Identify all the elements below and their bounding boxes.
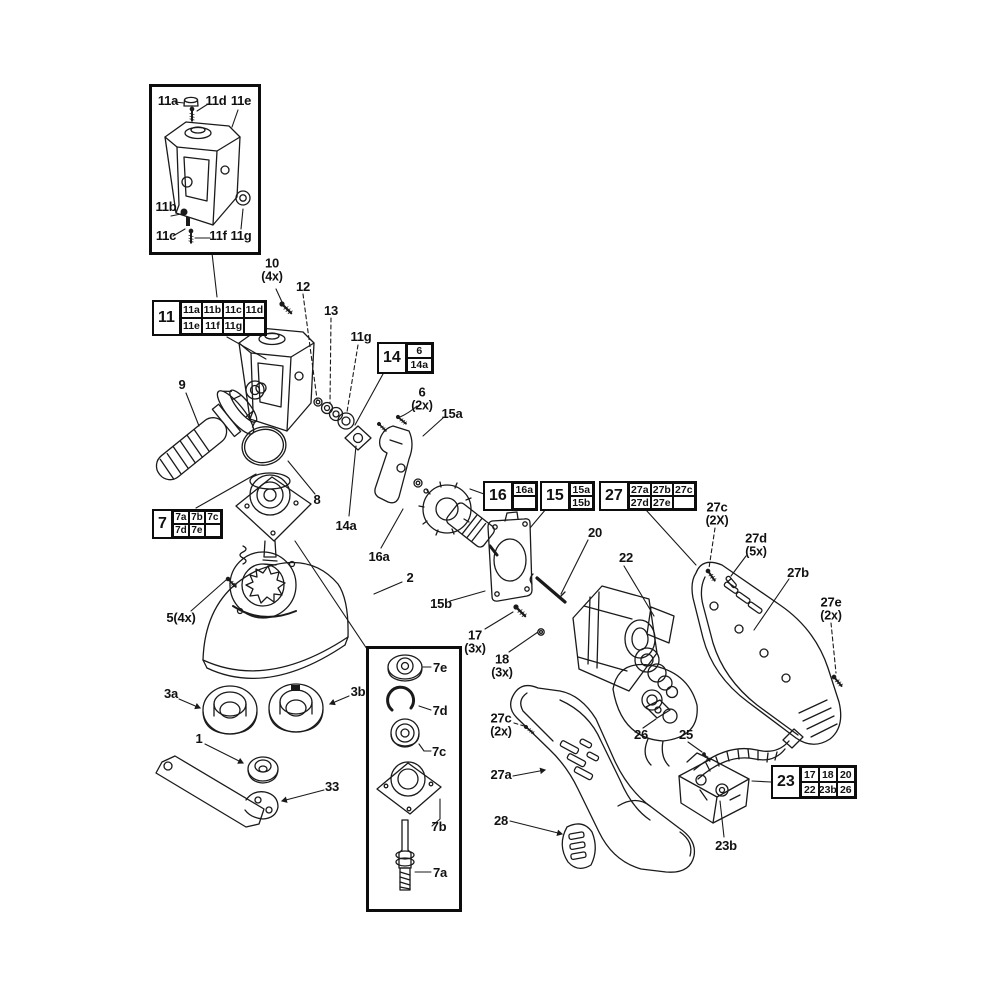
clamp-lever-drawing bbox=[374, 425, 413, 504]
label-25: 25 bbox=[678, 727, 694, 743]
label-1: 1 bbox=[195, 731, 203, 747]
vent-cover-drawing bbox=[561, 823, 596, 869]
label-9: 9 bbox=[178, 377, 186, 393]
label-22: 22 bbox=[618, 550, 634, 566]
callout-key-14: 14 bbox=[379, 344, 407, 372]
label-20: 20 bbox=[587, 525, 603, 541]
label-13: 13 bbox=[323, 303, 339, 319]
inset-box-spindle-parts bbox=[366, 646, 462, 912]
label-27e: 27e(2x) bbox=[820, 594, 842, 623]
callout-box-16: 16 16a bbox=[483, 481, 538, 511]
label-8: 8 bbox=[313, 492, 321, 508]
label-14a: 14a bbox=[335, 518, 357, 534]
housing-right-drawing bbox=[691, 561, 842, 745]
inset-label-11b: 11b bbox=[155, 199, 177, 215]
inset-label-11g: 11g bbox=[230, 228, 252, 244]
power-cord-drawing bbox=[693, 728, 804, 780]
fastener-glyphs bbox=[223, 299, 845, 763]
label-18: 18(3x) bbox=[491, 651, 513, 680]
inset-gear-housing-drawing bbox=[164, 96, 251, 244]
flange-nuts-drawing bbox=[202, 683, 324, 784]
housing-left-drawing bbox=[510, 684, 696, 873]
label-16a: 16a bbox=[368, 549, 390, 565]
o-ring-drawing bbox=[241, 426, 287, 466]
inset-label-11f: 11f bbox=[209, 228, 227, 244]
label-5: 5(4x) bbox=[166, 610, 196, 626]
inset-label-7d: 7d bbox=[432, 703, 448, 719]
inset-label-7c: 7c bbox=[431, 744, 447, 760]
callout-key-15: 15 bbox=[542, 483, 570, 509]
callout-key-27: 27 bbox=[601, 483, 629, 509]
label-33: 33 bbox=[324, 779, 340, 795]
label-3a: 3a bbox=[163, 686, 179, 702]
label-17: 17(3x) bbox=[464, 627, 486, 656]
inset-label-7e: 7e bbox=[432, 660, 448, 676]
label-26: 26 bbox=[633, 727, 649, 743]
inset-label-7b: 7b bbox=[431, 819, 447, 835]
lock-pin-drawing bbox=[529, 573, 567, 604]
inset-label-11c: 11c bbox=[155, 228, 177, 244]
label-27d: 27d(5x) bbox=[745, 530, 767, 559]
callout-key-11: 11 bbox=[154, 302, 181, 334]
gear-housing-drawing bbox=[238, 327, 315, 432]
inset-label-11e: 11e bbox=[230, 93, 252, 109]
label-27b: 27b bbox=[787, 565, 809, 581]
label-15b: 15b bbox=[430, 596, 452, 612]
label-27a: 27a bbox=[490, 767, 512, 783]
callout-key-16: 16 bbox=[485, 483, 513, 509]
label-6: 6(2x) bbox=[411, 384, 433, 413]
label-11g: 11g bbox=[350, 329, 372, 345]
label-27c-bottom: 27c(2x) bbox=[490, 710, 512, 739]
spindle-bearing-plate-drawing bbox=[235, 472, 312, 566]
inset-label-11a: 11a bbox=[157, 93, 179, 109]
inset-label-7a: 7a bbox=[432, 865, 448, 881]
inset-box-gear-housing bbox=[149, 84, 261, 255]
label-28: 28 bbox=[493, 813, 509, 829]
label-12: 12 bbox=[295, 279, 311, 295]
label-27c-top: 27c(2X) bbox=[705, 499, 729, 528]
label-23b: 23b bbox=[715, 838, 737, 854]
motor-assembly-drawing bbox=[572, 585, 698, 767]
wheel-guard-drawing bbox=[202, 551, 349, 679]
switch-drawing bbox=[678, 752, 750, 824]
inset-label-11d: 11d bbox=[205, 93, 227, 109]
wrench-drawing bbox=[155, 755, 279, 828]
washers-bearing-drawing bbox=[313, 397, 389, 451]
callout-key-7: 7 bbox=[154, 511, 173, 537]
inset-spindle-parts-drawing bbox=[376, 654, 442, 891]
callout-grid-16: 16a bbox=[512, 483, 536, 509]
bearing-plate-15-drawing bbox=[487, 511, 533, 602]
label-15a: 15a bbox=[441, 406, 463, 422]
label-3b: 3b bbox=[350, 684, 366, 700]
label-10: 10(4x) bbox=[261, 255, 283, 284]
label-2: 2 bbox=[406, 570, 414, 586]
callout-key-23: 23 bbox=[773, 767, 801, 797]
